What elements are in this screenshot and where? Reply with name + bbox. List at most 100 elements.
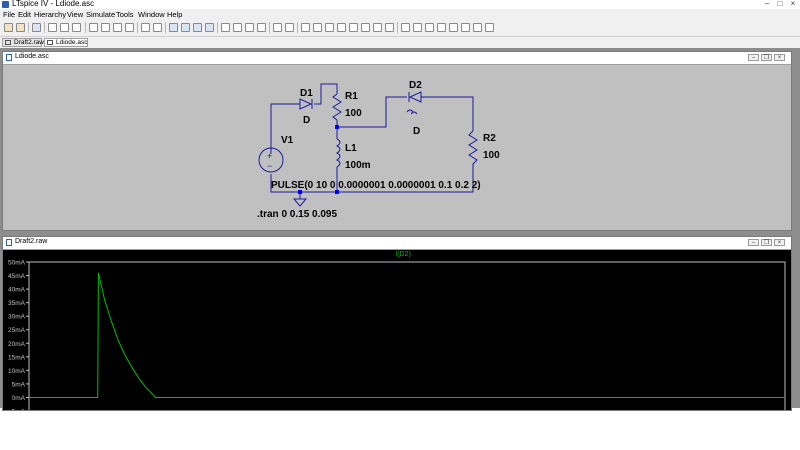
plot-frame — [28, 261, 786, 410]
diode-d1[interactable] — [299, 98, 313, 110]
schematic-window-titlebar[interactable]: Ldiode.asc – ❐ × — [3, 52, 791, 65]
toolbar-separator — [269, 22, 270, 33]
capacitor-icon[interactable] — [349, 23, 358, 32]
y-tick-label: 35mA — [8, 300, 26, 307]
menu-view[interactable]: View — [67, 10, 84, 19]
tab-ldiode-asc[interactable]: Ldiode.asc — [44, 38, 88, 47]
waveform-window[interactable]: Draft2.raw – ❐ × I(D2) -5mA0mA5mA10mA15m… — [2, 236, 792, 411]
toolbar — [0, 20, 800, 37]
waveform-minimize-button[interactable]: – — [748, 239, 759, 246]
tile-vertical-icon[interactable] — [181, 23, 190, 32]
diode-d2[interactable] — [406, 91, 422, 115]
y-tick-label: 50mA — [8, 260, 26, 267]
redo-icon[interactable] — [437, 23, 446, 32]
label-net-icon[interactable] — [325, 23, 334, 32]
ground-symbol[interactable] — [292, 198, 308, 207]
schematic-minimize-button[interactable]: – — [748, 54, 759, 61]
cascade-icon[interactable] — [193, 23, 202, 32]
r2-value: 100 — [483, 150, 500, 161]
inductor-l1[interactable] — [336, 138, 341, 169]
ground-icon[interactable] — [313, 23, 322, 32]
find-icon[interactable] — [257, 23, 266, 32]
print-preview-icon[interactable] — [285, 23, 294, 32]
d2-label: D2 — [409, 80, 422, 91]
tab-draft2-raw[interactable]: Draft2.raw — [2, 38, 44, 47]
toolbar-separator — [397, 22, 398, 33]
copy-icon[interactable] — [233, 23, 242, 32]
inductor-icon[interactable] — [361, 23, 370, 32]
close-button[interactable]: × — [790, 0, 796, 8]
r2-label: R2 — [483, 133, 496, 144]
move-icon[interactable] — [401, 23, 410, 32]
waveform-plot[interactable]: I(D2) -5mA0mA5mA10mA15mA20mA25mA30mA35mA… — [3, 249, 791, 410]
drag-icon[interactable] — [413, 23, 422, 32]
waveform-restore-button[interactable]: ❐ — [761, 239, 772, 246]
v1-label: V1 — [281, 135, 294, 146]
tab-label: Draft2.raw — [14, 39, 44, 46]
autorange-icon[interactable] — [141, 23, 150, 32]
spice-directive-icon[interactable] — [485, 23, 494, 32]
resistor-r1[interactable] — [332, 93, 342, 124]
waveform-close-button[interactable]: × — [774, 239, 785, 246]
save-icon[interactable] — [32, 23, 41, 32]
text-icon[interactable] — [473, 23, 482, 32]
trace-line-i-d2[interactable] — [29, 272, 785, 398]
menu-simulate[interactable]: Simulate — [86, 10, 116, 19]
l1-value: 100m — [345, 160, 371, 171]
rotate-icon[interactable] — [449, 23, 458, 32]
diode-icon[interactable] — [373, 23, 382, 32]
y-tick-label: 5mA — [12, 381, 26, 388]
voltage-source-v1[interactable]: + − — [258, 147, 284, 173]
new-schematic-icon[interactable] — [4, 23, 13, 32]
paste-icon[interactable] — [245, 23, 254, 32]
toolbar-separator — [297, 22, 298, 33]
schematic-restore-button[interactable]: ❐ — [761, 54, 772, 61]
svg-text:+: + — [267, 151, 272, 161]
y-tick-label: -5mA — [9, 409, 25, 411]
menu-hierarchy[interactable]: Hierarchy — [34, 10, 67, 19]
y-tick-label: 20mA — [8, 341, 26, 348]
menu-help[interactable]: Help — [167, 10, 183, 19]
close-all-icon[interactable] — [205, 23, 214, 32]
schematic-canvas[interactable]: + − V1 D1 D R1 100 L1 100m D2 D — [3, 64, 791, 230]
print-icon[interactable] — [273, 23, 282, 32]
run-icon[interactable] — [60, 23, 69, 32]
tran-directive[interactable]: .tran 0 0.15 0.095 — [257, 209, 337, 220]
halt-icon[interactable] — [72, 23, 81, 32]
schematic-close-button[interactable]: × — [774, 54, 785, 61]
open-icon[interactable] — [16, 23, 25, 32]
resistor-r2[interactable] — [468, 130, 478, 169]
zoom-fit-icon[interactable] — [125, 23, 134, 32]
pulse-source-value: PULSE(0 10 0 0.0000001 0.0000001 0.1 0.2… — [271, 180, 481, 191]
y-tick-label: 30mA — [8, 314, 26, 321]
y-tick-label: 10mA — [8, 368, 26, 375]
grid-icon[interactable] — [153, 23, 162, 32]
waveform-window-titlebar[interactable]: Draft2.raw – ❐ × — [3, 237, 791, 250]
trace-label-i-d2[interactable]: I(D2) — [395, 251, 411, 258]
toolbar-separator — [137, 22, 138, 33]
schematic-window[interactable]: Ldiode.asc – ❐ × + − V1 D1 D — [2, 51, 792, 231]
schematic-file-icon — [6, 54, 12, 61]
undo-icon[interactable] — [425, 23, 434, 32]
zoom-out-icon[interactable] — [113, 23, 122, 32]
menu-tools[interactable]: Tools — [116, 10, 134, 19]
menu-edit[interactable]: Edit — [18, 10, 31, 19]
menu-window[interactable]: Window — [138, 10, 165, 19]
control-panel-icon[interactable] — [48, 23, 57, 32]
menu-bar: File Edit Hierarchy View Simulate Tools … — [0, 9, 800, 20]
junction-dots — [298, 125, 339, 194]
zoom-in-icon[interactable] — [89, 23, 98, 32]
maximize-button[interactable]: □ — [777, 0, 783, 8]
wire-icon[interactable] — [301, 23, 310, 32]
r1-value: 100 — [345, 108, 362, 119]
mirror-icon[interactable] — [461, 23, 470, 32]
pan-icon[interactable] — [101, 23, 110, 32]
y-tick-label: 15mA — [8, 354, 26, 361]
app-icon — [2, 1, 9, 8]
cut-icon[interactable] — [221, 23, 230, 32]
resistor-icon[interactable] — [337, 23, 346, 32]
minimize-button[interactable]: – — [764, 0, 770, 8]
tile-horizontal-icon[interactable] — [169, 23, 178, 32]
component-icon[interactable] — [385, 23, 394, 32]
menu-file[interactable]: File — [3, 10, 16, 19]
